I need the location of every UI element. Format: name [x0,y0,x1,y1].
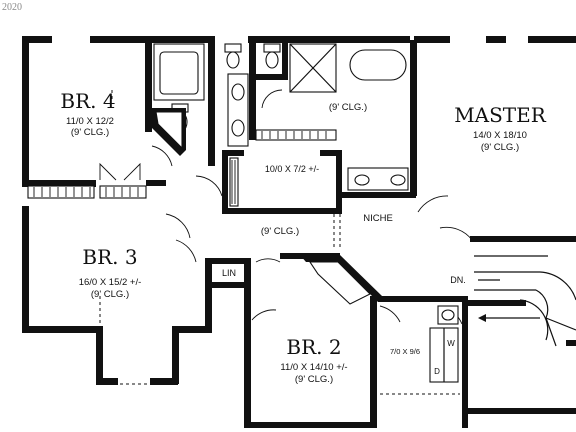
br3-name: BR. 3 [82,245,137,269]
closet-size: 10/0 X 7/2 +/- [265,164,319,174]
br2-ceiling: (9' CLG.) [295,374,333,385]
master-name: MASTER [454,103,547,127]
hall-ceiling: (9' CLG.) [261,226,299,237]
stair-down-label: DN. [450,275,466,285]
closet-shelving [27,129,337,207]
master-size: 14/0 X 18/10 [473,130,527,141]
br2-size: 11/0 X 14/10 +/- [280,362,347,373]
copyright-year: 2020 [2,2,22,13]
laundry-size: 7/0 X 9/6 [390,347,420,356]
br4-ceiling: (9' CLG.) [71,127,109,138]
br4-size: 11/0 X 12/2 [66,116,114,127]
master-bath-ceiling: (9' CLG.) [329,102,367,113]
niche-label: NICHE [363,213,393,224]
doors [99,89,473,325]
fixtures [152,43,409,305]
br4-name: BR. 4 [60,89,115,113]
master-ceiling: (9' CLG.) [481,142,519,153]
walls [22,36,576,428]
br2-name: BR. 2 [286,335,341,359]
br3-ceiling: (9' CLG.) [91,289,129,300]
details [99,90,576,395]
br3-size: 16/0 X 15/2 +/- [79,277,142,288]
linen-label: LIN [222,268,236,278]
dryer-label: D [434,367,440,376]
washer-label: W [447,339,455,348]
